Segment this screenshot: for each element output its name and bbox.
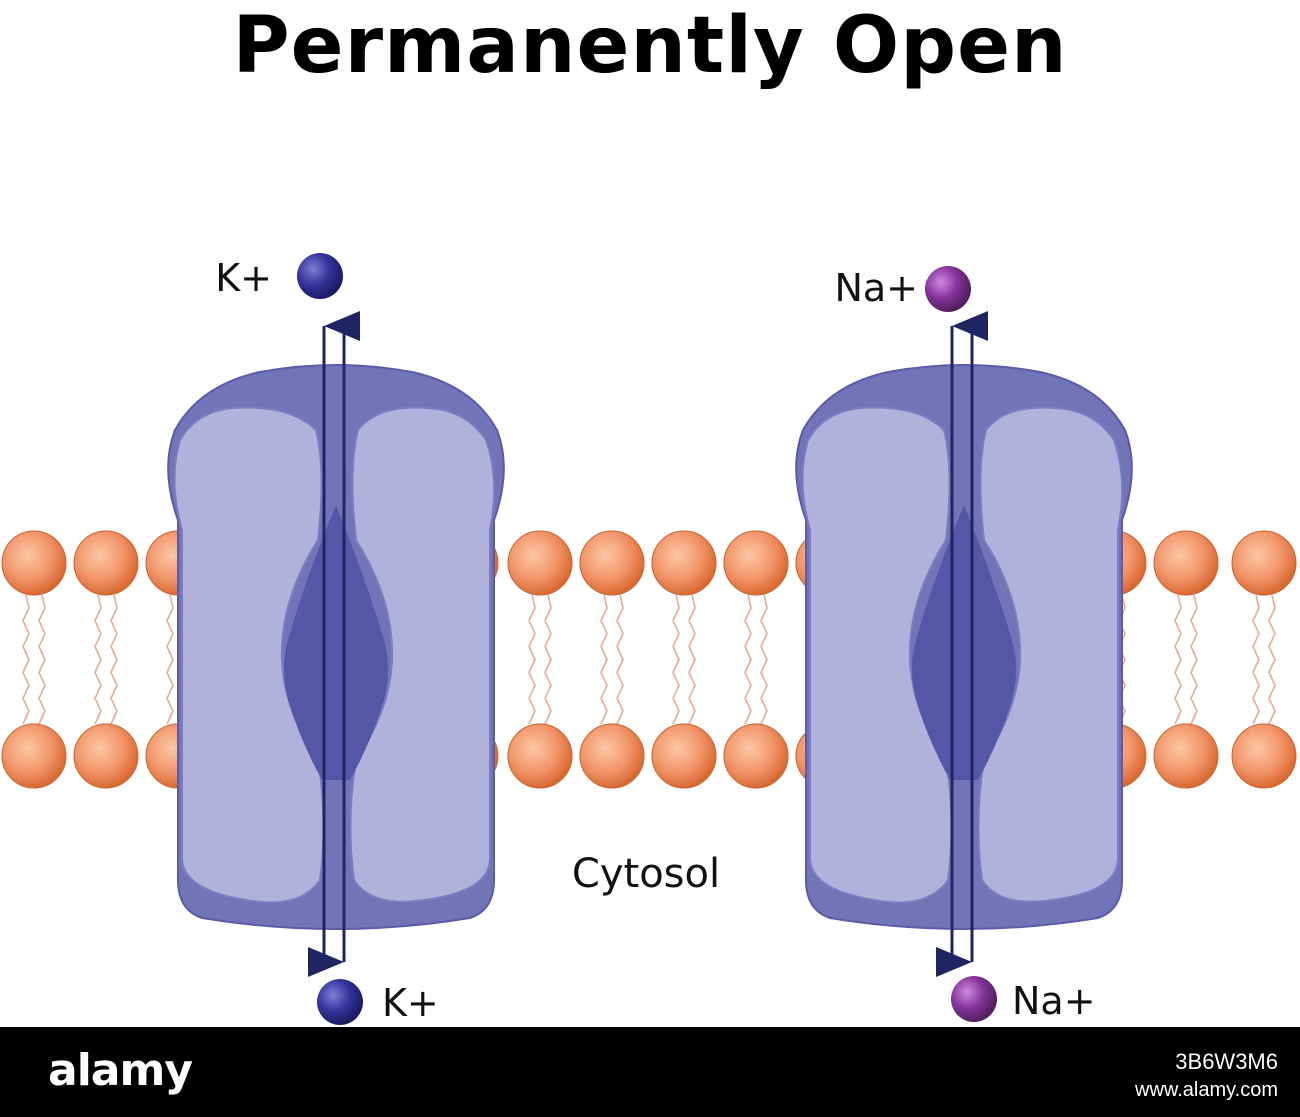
channel-right-subunit xyxy=(349,406,496,903)
potassium-channel: K+ K+ xyxy=(167,253,505,1025)
lipid-tail xyxy=(760,594,768,725)
lipid-tail xyxy=(744,594,752,725)
lipid-tail xyxy=(616,594,624,725)
lipid-tail xyxy=(672,594,680,725)
channel-right-subunit xyxy=(977,406,1124,903)
lipid-head xyxy=(723,723,789,789)
watermark-image-id: 3B6W3M6 xyxy=(1175,1049,1278,1074)
watermark-logo: alamy xyxy=(48,1045,193,1096)
lipid-head xyxy=(651,530,717,596)
ion-bottom xyxy=(317,979,363,1025)
lipid-head xyxy=(579,530,645,596)
lipid-tail xyxy=(1252,594,1260,725)
channel-pore xyxy=(284,505,388,780)
lipid-tail xyxy=(110,594,118,725)
cytosol-label: Cytosol xyxy=(572,851,720,897)
lipid-head xyxy=(1,723,67,789)
lipid-tail xyxy=(94,594,102,725)
lipid-head xyxy=(1153,530,1219,596)
lipid-tail xyxy=(544,594,552,725)
ion-bottom xyxy=(951,976,997,1022)
lipid-tail xyxy=(1268,594,1276,725)
watermark-bar: alamy 3B6W3M6 www.alamy.com xyxy=(0,1027,1300,1117)
diagram-title: Permanently Open xyxy=(232,1,1068,91)
lipid-tail xyxy=(688,594,696,725)
lipid-head xyxy=(1231,530,1297,596)
lipid-tail xyxy=(22,594,30,725)
ion-top xyxy=(925,266,971,312)
lipid-tail xyxy=(1174,594,1182,725)
channel-pore xyxy=(912,505,1016,780)
lipid-head xyxy=(1,530,67,596)
lipid-tail xyxy=(600,594,608,725)
lipid-head xyxy=(651,723,717,789)
watermark-url: www.alamy.com xyxy=(1135,1079,1278,1101)
lipid-head xyxy=(73,530,139,596)
ion-top xyxy=(297,253,343,299)
ion-top-label: K+ xyxy=(215,256,272,300)
ion-channel-diagram: K+ K+ Na+ Na+ Cytosol xyxy=(1,253,1297,1025)
lipid-head xyxy=(73,723,139,789)
lipid-head xyxy=(723,530,789,596)
lipid-head xyxy=(579,723,645,789)
lipid-head xyxy=(507,530,573,596)
lipid-tail xyxy=(38,594,46,725)
sodium-channel: Na+ Na+ xyxy=(795,266,1133,1023)
ion-bottom-label: K+ xyxy=(382,981,439,1025)
lipid-head xyxy=(1153,723,1219,789)
lipid-tail xyxy=(166,594,174,725)
lipid-tail xyxy=(528,594,536,725)
lipid-head xyxy=(507,723,573,789)
lipid-head xyxy=(1231,723,1297,789)
ion-top-label: Na+ xyxy=(834,266,918,310)
ion-bottom-label: Na+ xyxy=(1012,979,1096,1023)
lipid-tail xyxy=(1190,594,1198,725)
